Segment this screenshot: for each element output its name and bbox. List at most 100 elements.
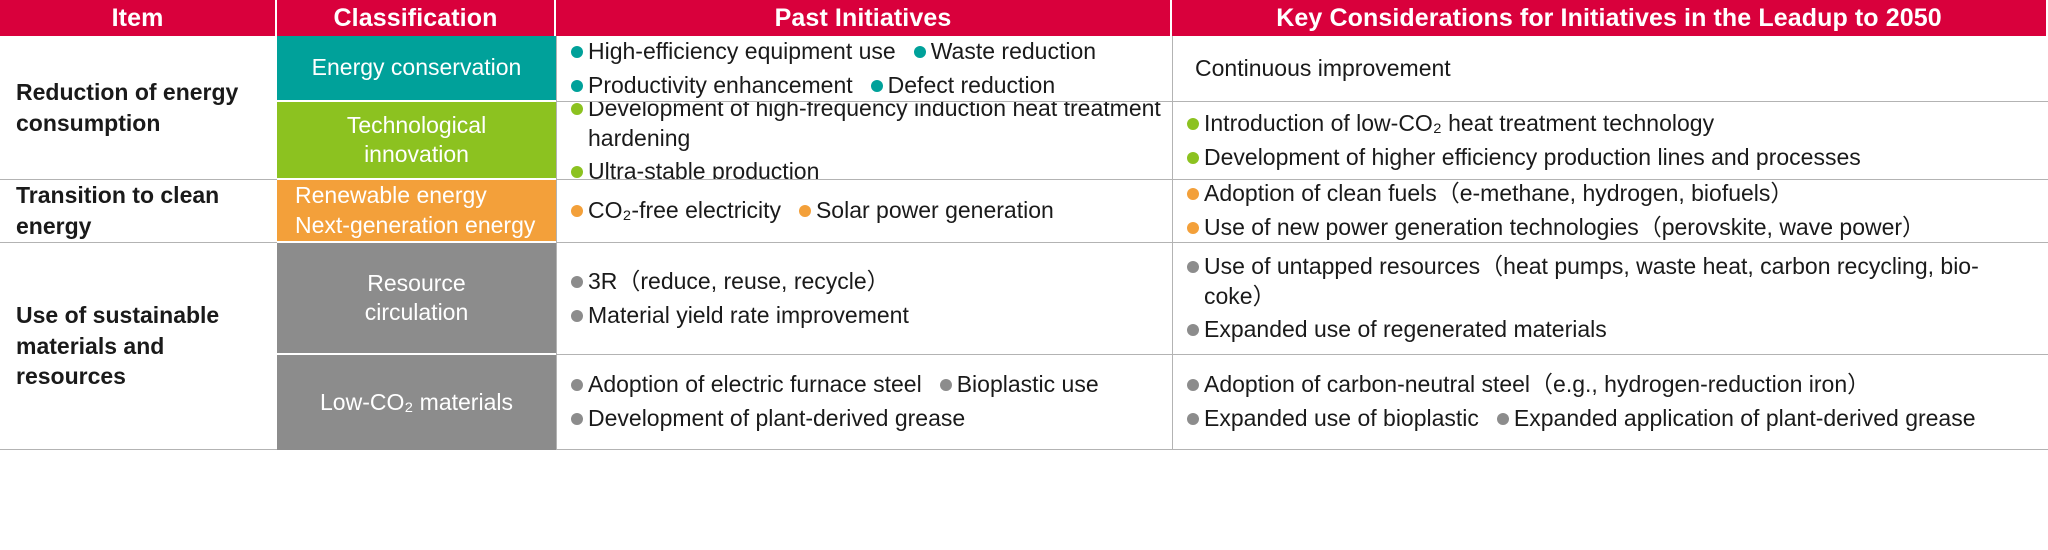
classification-label: Low-CO₂ materials <box>320 388 513 415</box>
text-line: Continuous improvement <box>1195 54 2038 84</box>
bullet-item: Expanded application of plant-derived gr… <box>1496 404 1976 434</box>
bullet-item: Waste reduction <box>913 37 1097 67</box>
bullet-text: CO₂-free electricity <box>588 197 781 224</box>
bullet-text: Expanded use of bioplastic <box>1204 405 1479 431</box>
bullet-text: Ultra-stable production <box>588 158 820 180</box>
bullet-dot-icon <box>571 166 583 179</box>
bullet-dot-icon <box>571 275 583 288</box>
item-reduction-of-energy-consumption: Reduction of energy consumption <box>0 36 277 180</box>
bullet-line: Productivity enhancement Defect reductio… <box>571 71 1162 101</box>
bullet-text: Use of untapped resources（heat pumps, wa… <box>1204 252 1979 309</box>
classification-label: Technological innovation <box>347 111 486 170</box>
bullet-text: Productivity enhancement <box>588 71 853 98</box>
classification-low-co2-materials: Low-CO₂ materials <box>277 355 556 450</box>
key-considerations-technological-innovation: Introduction of low-CO₂ heat treatment t… <box>1172 102 2048 180</box>
bullet-text: Material yield rate improvement <box>588 301 909 328</box>
header-cell-key-considerations: Key Considerations for Initiatives in th… <box>1172 0 2048 36</box>
item-use-of-sustainable-materials-and-resources: Use of sustainable materials and resourc… <box>0 243 277 450</box>
item-label: Use of sustainable materials and resourc… <box>16 302 220 390</box>
bullet-dot-icon <box>571 45 583 58</box>
bullet-dot-icon <box>1187 117 1199 130</box>
bullet-line: Use of untapped resources（heat pumps, wa… <box>1187 252 2038 312</box>
bullet-item: Use of new power generation technologies… <box>1187 213 1926 242</box>
bullet-text: Development of high-frequency induction … <box>588 102 1161 151</box>
bullet-dot-icon <box>571 413 583 425</box>
bullet-item: Adoption of electric furnace steel <box>571 370 922 400</box>
bullet-text: Solar power generation <box>815 197 1054 224</box>
bullet-line: Expanded use of regenerated materials <box>1187 315 2038 345</box>
past-initiatives-resource-circulation: 3R（reduce, reuse, recycle） Material yiel… <box>556 243 1172 355</box>
bullet-line: Material yield rate improvement <box>571 301 1162 331</box>
key-considerations-low-co2-materials: Adoption of carbon-neutral steel（e.g., h… <box>1172 355 2048 450</box>
classification-label-line2: Next-generation energy <box>295 211 536 238</box>
bullet-dot-icon <box>1496 413 1509 425</box>
bullet-line: Adoption of carbon-neutral steel（e.g., h… <box>1187 370 2038 400</box>
bullet-text: Bioplastic use <box>956 371 1099 398</box>
bullet-item: Productivity enhancement <box>571 71 853 101</box>
header-cell-classification: Classification <box>277 0 556 36</box>
bullet-text: Use of new power generation technologies… <box>1204 214 1926 240</box>
bullet-item: Adoption of carbon-neutral steel（e.g., h… <box>1187 370 1870 400</box>
header-cell-past-initiatives: Past Initiatives <box>556 0 1172 36</box>
bullet-item: Introduction of low-CO₂ heat treatment t… <box>1187 109 1714 139</box>
bullet-item: CO₂-free electricity <box>571 196 781 226</box>
header-label-key-considerations: Key Considerations for Initiatives in th… <box>1276 3 1942 32</box>
bullet-dot-icon <box>939 379 952 392</box>
classification-label: Energy conservation <box>311 54 522 81</box>
bullet-line: Adoption of electric furnace steel Biopl… <box>571 370 1162 400</box>
bullet-text: Development of higher efficiency product… <box>1204 143 1861 170</box>
bullet-item: Adoption of clean fuels（e-methane, hydro… <box>1187 180 1793 209</box>
past-initiatives-technological-innovation: Development of high-frequency induction … <box>556 102 1172 180</box>
header-label-classification: Classification <box>333 3 498 32</box>
bullet-dot-icon <box>1187 260 1199 273</box>
bullet-line: Development of higher efficiency product… <box>1187 143 2038 173</box>
item-transition-to-clean-energy: Transition to clean energy <box>0 180 277 243</box>
header-label-item: Item <box>111 3 164 32</box>
classification-energy-conservation: Energy conservation <box>277 36 556 102</box>
bullet-text: High-efficiency equipment use <box>588 37 896 64</box>
bullet-line: 3R（reduce, reuse, recycle） <box>571 267 1162 297</box>
bullet-text: Adoption of electric furnace steel <box>588 371 922 398</box>
bullet-dot-icon <box>913 45 926 58</box>
bullet-text: Development of plant-derived grease <box>588 405 966 431</box>
bullet-item: Bioplastic use <box>939 370 1099 400</box>
classification-label: Renewable energy Next-generation energy <box>295 181 535 240</box>
bullet-dot-icon <box>1187 413 1199 425</box>
plain-text: Continuous improvement <box>1195 54 1451 81</box>
bullet-text: Expanded application of plant-derived gr… <box>1513 405 1976 431</box>
bullet-line: Development of high-frequency induction … <box>571 102 1162 153</box>
bullet-text: Defect reduction <box>887 71 1056 98</box>
bullet-dot-icon <box>571 379 583 392</box>
bullet-line: Adoption of clean fuels（e-methane, hydro… <box>1187 180 2038 209</box>
bullet-text: Expanded use of regenerated materials <box>1204 316 1607 343</box>
bullet-item: Material yield rate improvement <box>571 301 909 331</box>
bullet-line: Ultra-stable production <box>571 157 1162 180</box>
past-initiatives-renewable-energy: CO₂-free electricity Solar power generat… <box>556 180 1172 243</box>
classification-label-line2: circulation <box>364 299 469 325</box>
bullet-item: Ultra-stable production <box>571 157 820 180</box>
classification-label-line2: innovation <box>364 141 469 167</box>
bullet-line: Use of new power generation technologies… <box>1187 213 2038 242</box>
bullet-dot-icon <box>870 79 883 92</box>
bullet-item: Expanded use of regenerated materials <box>1187 315 1607 345</box>
bullet-text: Waste reduction <box>930 37 1097 64</box>
classification-label-line1: Renewable energy <box>295 182 487 209</box>
bullet-dot-icon <box>1187 379 1199 392</box>
bullet-item: Expanded use of bioplastic <box>1187 404 1479 434</box>
bullet-line: Introduction of low-CO₂ heat treatment t… <box>1187 109 2038 139</box>
classification-label-line1: Technological <box>346 111 487 138</box>
bullet-line: Expanded use of bioplastic Expanded appl… <box>1187 404 2038 434</box>
classification-technological-innovation: Technological innovation <box>277 102 556 180</box>
key-considerations-resource-circulation: Use of untapped resources（heat pumps, wa… <box>1172 243 2048 355</box>
bullet-item: High-efficiency equipment use <box>571 37 896 67</box>
past-initiatives-low-co2-materials: Adoption of electric furnace steel Biopl… <box>556 355 1172 450</box>
bullet-dot-icon <box>571 205 583 218</box>
item-label: Transition to clean energy <box>16 182 220 239</box>
bullet-item: Development of plant-derived grease <box>571 404 965 434</box>
item-label: Reduction of energy consumption <box>16 78 239 136</box>
bullet-dot-icon <box>1187 188 1199 201</box>
bullet-dot-icon <box>798 205 811 218</box>
bullet-text: Adoption of clean fuels（e-methane, hydro… <box>1204 180 1794 207</box>
bullet-dot-icon <box>571 309 583 322</box>
